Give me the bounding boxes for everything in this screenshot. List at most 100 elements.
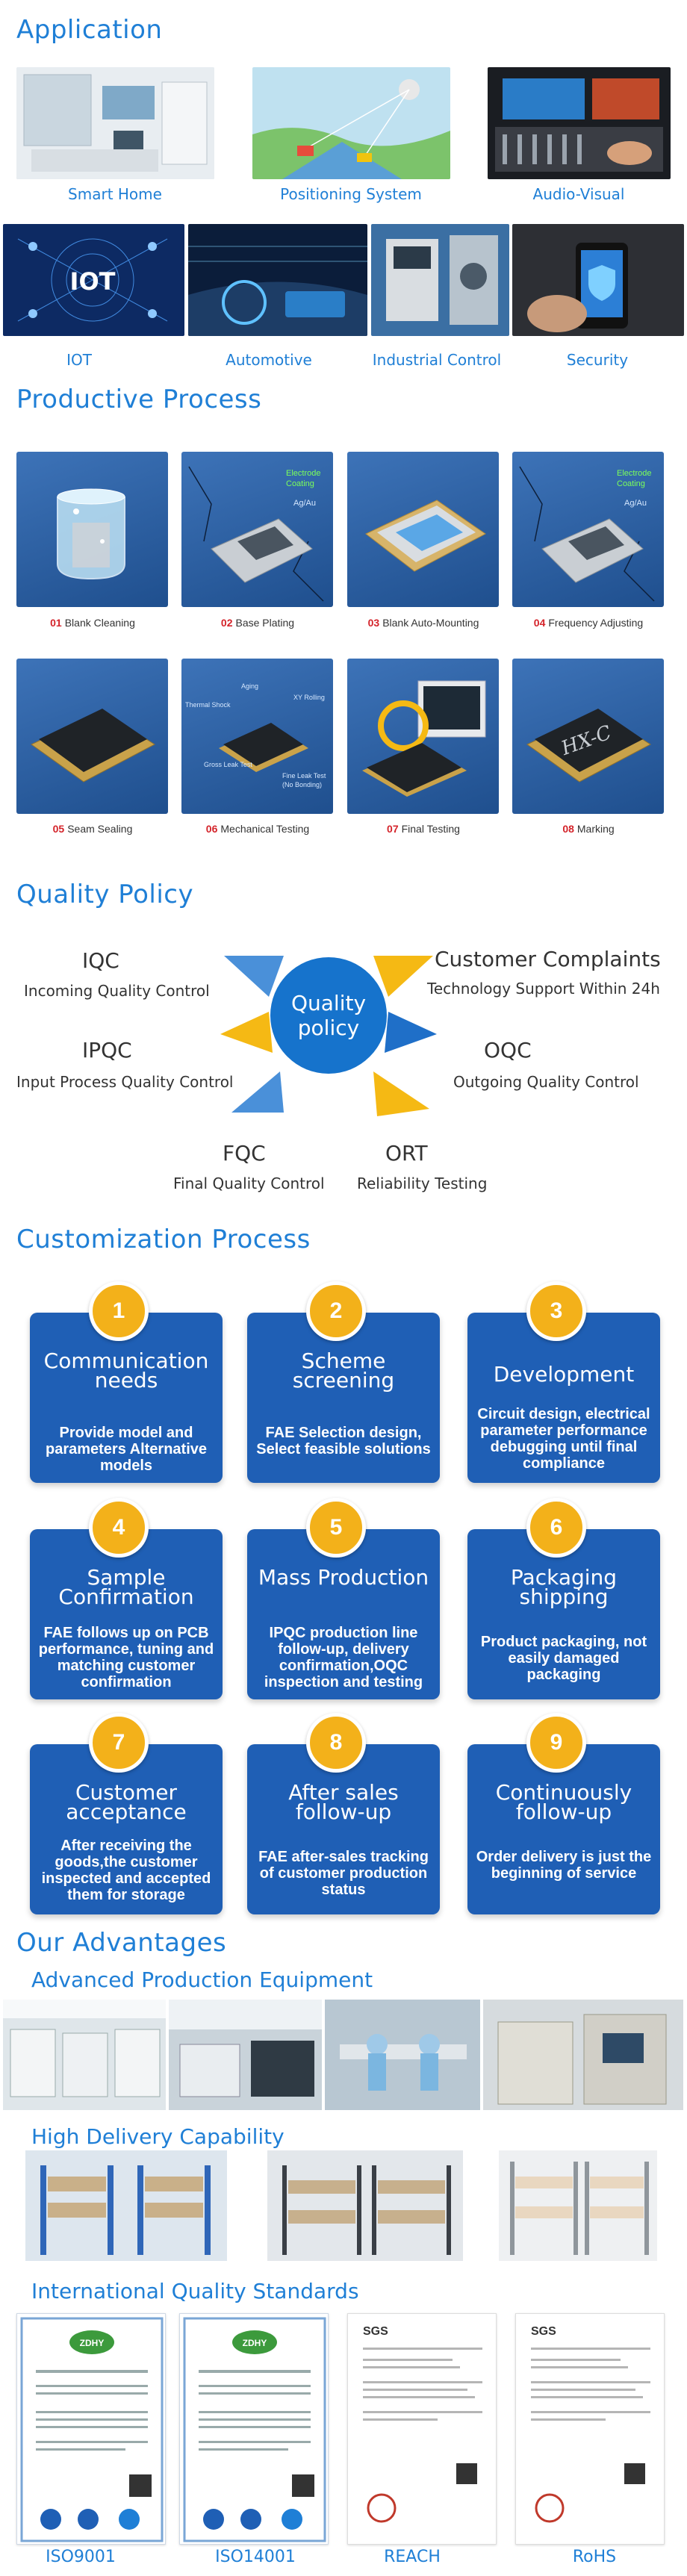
process-title: Productive Process (16, 385, 262, 414)
cust-card-8-title: After sales follow-up (288, 1780, 399, 1824)
oqc-desc: Outgoing Quality Control (453, 1073, 639, 1091)
cert-iso14001: ZDHY (179, 2313, 329, 2545)
cust-card-6: Packaging shipping Product packaging, no… (467, 1529, 660, 1699)
customization-title: Customization Process (16, 1225, 311, 1254)
quality-center-circle (270, 957, 387, 1074)
agau-label: Ag/Au (293, 499, 316, 508)
electrode-label: Electrode (286, 469, 320, 478)
security-caption: Security (566, 351, 629, 369)
standards-title: International Quality Standards (31, 2279, 359, 2303)
process-label-1: Blank Cleaning (64, 617, 135, 629)
ort-desc: Reliability Testing (357, 1175, 488, 1192)
process-tile-marking: HX-C (512, 659, 664, 814)
cust-card-1: Communication needs Provide model and pa… (30, 1313, 223, 1483)
cust-badge-8: 8 (306, 1713, 366, 1773)
equipment-photo-1 (3, 2000, 166, 2110)
cust-card-8: After sales follow-up FAE after-sales tr… (247, 1744, 440, 1914)
process-tile-blank-cleaning (16, 452, 168, 607)
cert-iso9001-logo: ZDHY (80, 2338, 105, 2348)
aging-label: Aging (241, 682, 258, 690)
delivery-photo-3 (499, 2150, 657, 2261)
cust-card-5-body: IPQC production line follow-up, delivery… (264, 1625, 423, 1690)
cust-card-3: Development Circuit design, electrical p… (467, 1313, 660, 1483)
iot-image: IOT (3, 224, 184, 336)
positioning-system-caption: Positioning System (280, 185, 422, 203)
cert-iso9001-caption: ISO9001 (46, 2548, 116, 2566)
triangle-top-left (224, 956, 284, 997)
process-tile-seam-sealing (16, 659, 168, 814)
cust-card-7-title: Customer acceptance (66, 1780, 187, 1824)
cust-card-8-body: FAE after-sales tracking of customer pro… (258, 1849, 429, 1898)
cust-card-4-body: FAE follows up on PCB performance, tunin… (38, 1625, 214, 1690)
quality-center-line2: policy (298, 1015, 359, 1040)
cust-card-5-title: Mass Production (258, 1565, 429, 1590)
process-num-2: 02 (220, 617, 233, 629)
cust-card-3-body: Circuit design, electrical parameter per… (477, 1406, 650, 1472)
cust-card-9: Continuously follow-up Order delivery is… (467, 1744, 660, 1914)
cert-iso14001-logo: ZDHY (243, 2338, 267, 2348)
iot-image-text: IOT (70, 267, 116, 296)
iqc-desc: Incoming Quality Control (24, 982, 210, 1000)
cert-rohs-sgs: SGS (531, 2325, 556, 2338)
cust-card-9-body: Order delivery is just the beginning of … (476, 1849, 652, 1882)
ipqc-label: IPQC (82, 1038, 132, 1063)
advantages-title: Our Advantages (16, 1928, 227, 1958)
ipqc-desc: Input Process Quality Control (16, 1073, 234, 1091)
coating-label: Coating (286, 479, 314, 488)
cust-card-4: Sample Confirmation FAE follows up on PC… (30, 1529, 223, 1699)
cust-card-9-title: Continuously follow-up (495, 1780, 632, 1824)
equipment-photo-2 (169, 2000, 322, 2110)
electrode-label-2: Electrode (617, 469, 651, 478)
cert-reach-caption: REACH (384, 2548, 441, 2566)
industrial-control-caption: Industrial Control (372, 351, 502, 369)
cust-card-7: Customer acceptance After receiving the … (30, 1744, 223, 1914)
process-label-3: Blank Auto-Mounting (382, 617, 479, 629)
process-num-1: 01 (50, 617, 62, 629)
security-image (512, 224, 684, 336)
cert-iso14001-caption: ISO14001 (215, 2548, 296, 2566)
triangle-bottom-left (231, 1071, 284, 1113)
thermal-shock-label: Thermal Shock (185, 701, 231, 709)
process-num-3: 03 (367, 617, 380, 629)
delivery-title: High Delivery Capability (31, 2124, 285, 2149)
cust-card-2: Scheme screening FAE Selection design, S… (247, 1313, 440, 1483)
process-tile-base-plating: Electrode Coating Ag/Au (181, 452, 333, 607)
triangle-top-right (373, 956, 433, 997)
iot-caption: IOT (66, 351, 92, 369)
triangle-bottom-right (373, 1071, 429, 1116)
application-title: Application (16, 15, 163, 45)
cust-card-5: Mass Production IPQC production line fol… (247, 1529, 440, 1699)
process-num-5: 05 (52, 823, 65, 835)
no-bonding-label: (No Bonding) (282, 781, 322, 788)
process-label-5: Seam Sealing (67, 823, 133, 835)
coating-label-2: Coating (617, 479, 645, 488)
cust-badge-9: 9 (526, 1713, 586, 1773)
cust-card-2-body: FAE Selection design, Select feasible so… (256, 1425, 431, 1457)
triangle-right (385, 1012, 437, 1053)
gross-leak-label: Gross Leak Test (204, 761, 252, 768)
triangle-left (220, 1012, 273, 1053)
automotive-image (188, 224, 367, 336)
ort-label: ORT (385, 1141, 428, 1166)
cust-card-1-title: Communication needs (43, 1348, 209, 1393)
equipment-photo-3 (325, 2000, 480, 2110)
cust-card-6-body: Product packaging, not easily damaged pa… (480, 1634, 647, 1683)
cust-badge-7: 7 (89, 1713, 149, 1773)
quality-policy-diagram: Quality policy (220, 956, 437, 1116)
automotive-caption: Automotive (226, 351, 312, 369)
cert-rohs-caption: RoHS (572, 2548, 617, 2566)
process-tile-mechanical-testing: Aging Thermal Shock XY Rolling Gross Lea… (181, 659, 333, 814)
audio-visual-caption: Audio-Visual (532, 185, 625, 203)
cust-badge-2: 2 (306, 1281, 366, 1341)
delivery-photo-1 (25, 2150, 227, 2261)
industrial-control-image (371, 224, 509, 336)
process-num-7: 07 (387, 823, 399, 835)
fqc-desc: Final Quality Control (173, 1175, 325, 1192)
equipment-title: Advanced Production Equipment (31, 1967, 373, 1992)
cust-badge-6: 6 (526, 1498, 586, 1558)
